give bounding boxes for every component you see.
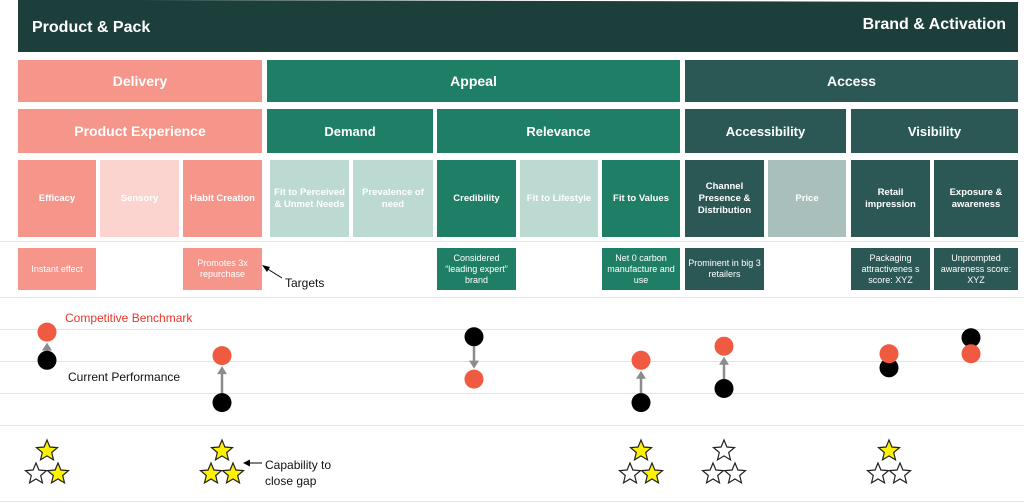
target-channel: Prominent in big 3 retailers [685,248,764,290]
benchmark-dot [879,344,899,364]
star-filled-icon [209,438,235,462]
banner-shape [18,0,1018,52]
driver-sensory: Sensory [100,160,179,237]
subpillar-product-experience: Product Experience [18,109,262,153]
driver-fit-lifestyle: Fit to Lifestyle [520,160,598,237]
star-filled-icon [220,461,246,485]
targets-label: Targets [285,276,325,290]
divider-4 [0,361,1024,362]
benchmark-dot [631,350,651,370]
divider-7 [0,501,1024,502]
capability-label: Capability to close gap [265,458,332,488]
star-outline-icon [865,461,891,485]
banner-top-slope [140,0,1024,2]
star-outline-icon [700,461,726,485]
current-performance-dot [714,379,734,398]
banner-right-title: Brand & Activation [862,16,1006,33]
current-performance-dot [879,358,899,378]
capability-chart [23,438,913,485]
target-values: Net 0 carbon manufacture and use [602,248,680,290]
targets-arrow [262,265,283,279]
current-performance-dot [631,393,651,413]
driver-channel: Channel Presence & Distribution [685,160,764,237]
driver-price: Price [768,160,846,237]
target-credibility: Considered “leading expert” brand [437,248,516,290]
divider-5 [0,393,1024,394]
current-performance-label: Current Performance [68,370,181,384]
driver-fit-perceived: Fit to Perceived & Unmet Needs [270,160,349,237]
star-outline-icon [617,461,643,485]
banner-gradient [140,0,1024,2]
target-exposure: Unprompted awareness score: XYZ [934,248,1018,290]
capability-arrow-head [243,459,250,467]
star-filled-icon [639,461,665,485]
driver-retail: Retail impression [851,160,930,237]
driver-prevalence: Prevalence of need [353,160,433,237]
star-filled-icon [876,438,902,462]
star-filled-icon [34,438,60,462]
current-performance-dot [961,328,981,348]
target-retail: Packaging attractivenes s score: XYZ [851,248,930,290]
gap-arrow-head [719,356,729,365]
divider-2 [0,297,1024,298]
benchmark-dot [714,336,734,356]
subpillar-accessibility: Accessibility [685,109,846,153]
divider-1 [0,241,1024,242]
star-outline-icon [711,438,737,462]
gap-arrow-head [42,342,52,351]
gap-arrow-head [636,370,646,379]
subpillar-visibility: Visibility [851,109,1018,153]
gap-arrow-head [217,366,227,375]
driver-fit-values: Fit to Values [602,160,680,237]
performance-chart [37,322,981,413]
gap-arrow-head [469,360,479,369]
current-performance-dot [212,393,232,413]
target-efficacy: Instant effect [18,248,96,290]
banner-wedge [18,0,1018,52]
benchmark-dot [37,322,57,342]
star-filled-icon [628,438,654,462]
driver-habit-creation: Habit Creation [183,160,262,237]
star-filled-icon [198,461,224,485]
current-performance-dot [37,350,57,370]
subpillar-demand: Demand [267,109,433,153]
star-outline-icon [23,461,49,485]
divider-3 [0,329,1024,330]
benchmark-dot [212,346,232,366]
star-outline-icon [722,461,748,485]
pillar-access: Access [685,60,1018,102]
driver-efficacy: Efficacy [18,160,96,237]
star-outline-icon [887,461,913,485]
driver-credibility: Credibility [437,160,516,237]
banner-left-title: Product & Pack [32,19,151,36]
pillar-appeal: Appeal [267,60,680,102]
current-performance-dot [464,327,484,347]
benchmark-dot [961,344,981,364]
star-filled-icon [45,461,71,485]
subpillar-relevance: Relevance [437,109,680,153]
divider-6 [0,425,1024,426]
benchmark-label: Competitive Benchmark [65,311,193,325]
driver-exposure: Exposure & awareness [934,160,1018,237]
target-habit: Promotes 3x repurchase [183,248,262,290]
pillar-delivery: Delivery [18,60,262,102]
benchmark-dot [464,369,484,389]
